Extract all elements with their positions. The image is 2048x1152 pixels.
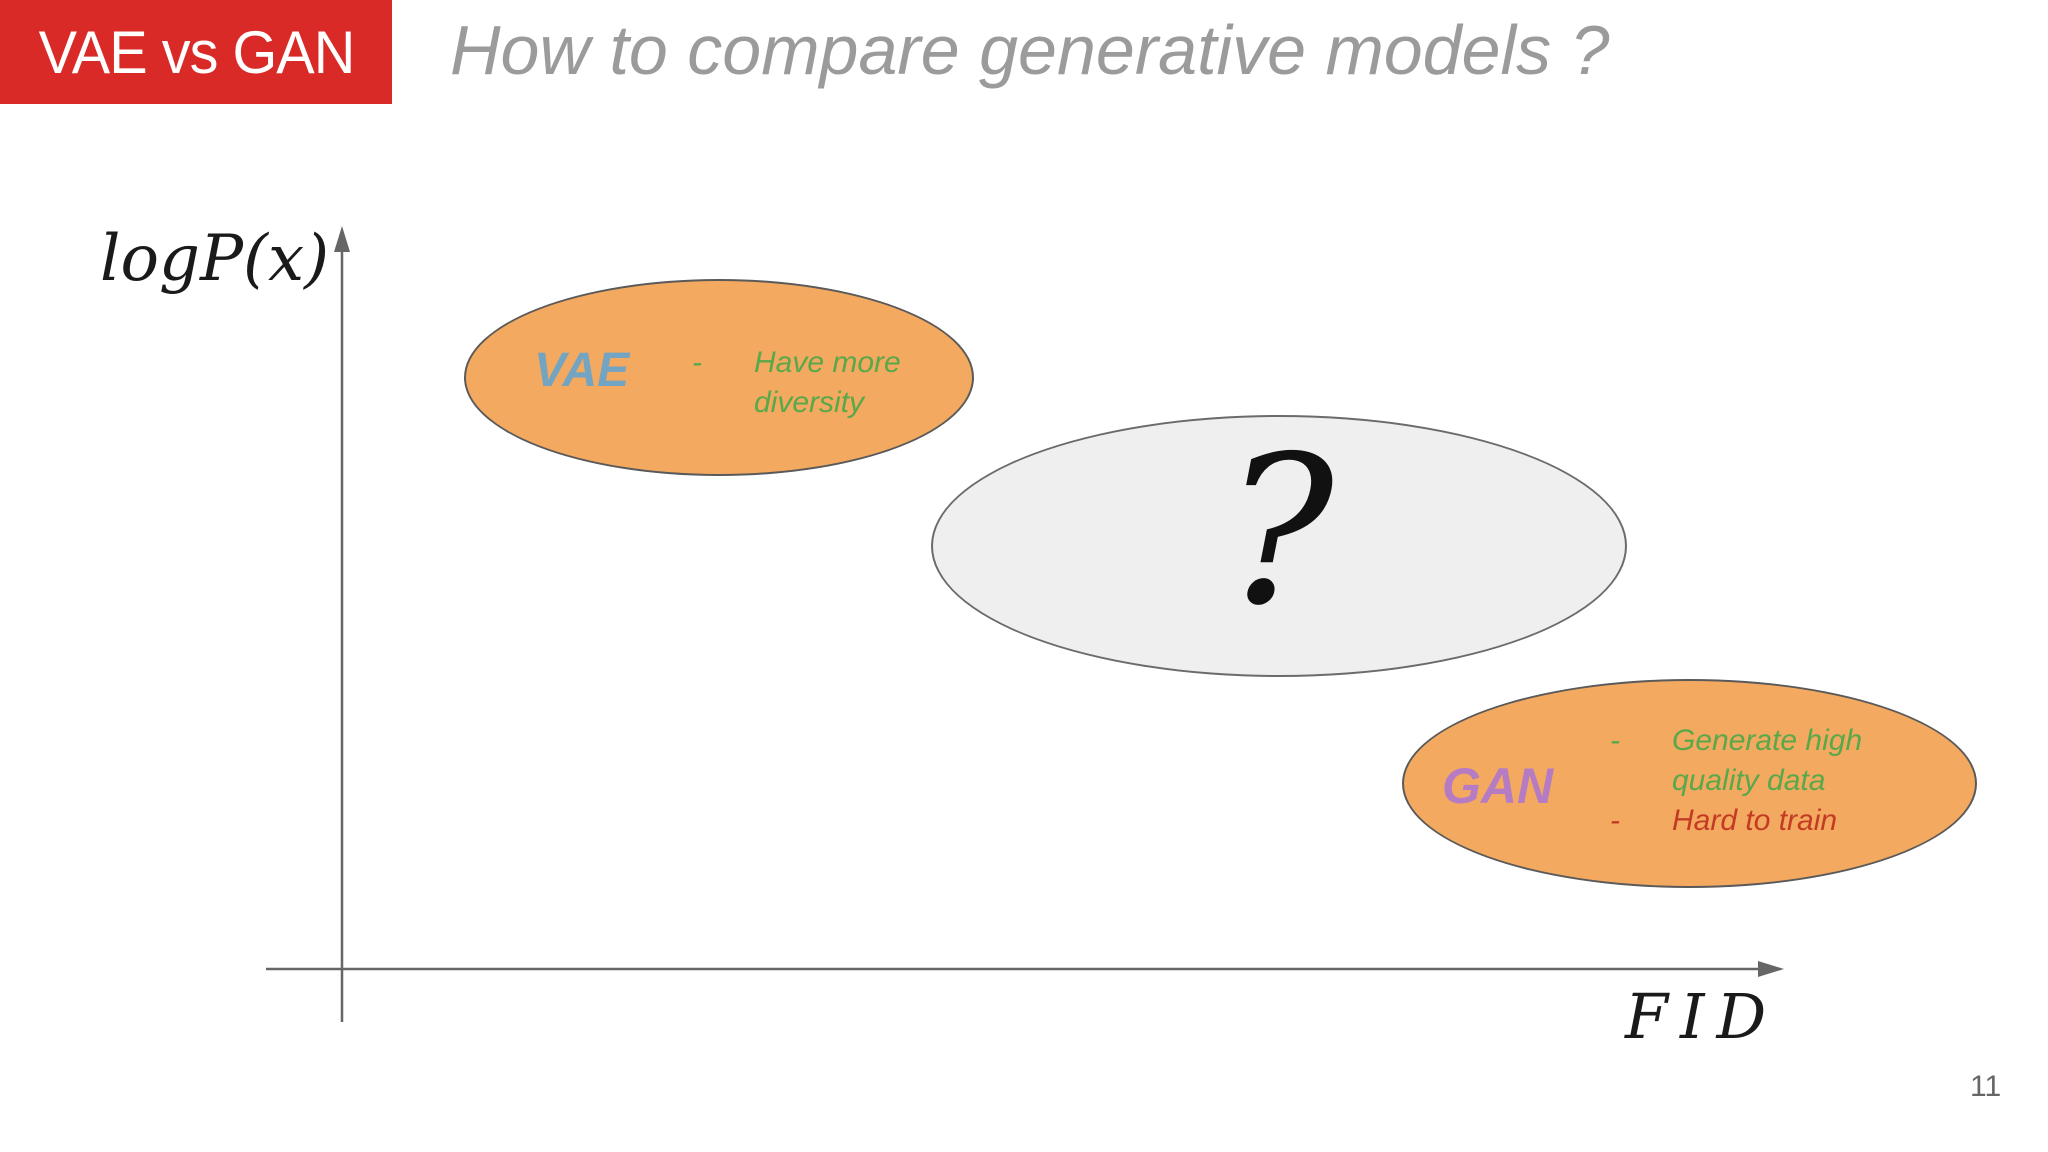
question-mark: ?: [1224, 413, 1334, 651]
bullet-dash: -: [1610, 724, 1620, 757]
bullet-text: Generate high quality data: [1672, 724, 1863, 797]
bullet-text: Hard to train: [1672, 804, 1838, 837]
list-item: - Hard to train: [1610, 801, 1904, 841]
bullet-dash: -: [692, 346, 702, 379]
y-axis-label: logP(x): [100, 222, 330, 296]
bullet-dash: -: [1610, 804, 1620, 837]
gan-bullet-list: - Generate high quality data - Hard to t…: [1610, 721, 1904, 841]
bullet-text: Have more diversity: [754, 346, 901, 419]
slide-tag-badge: VAE vs GAN: [0, 0, 392, 104]
list-item: - Generate high quality data: [1610, 721, 1904, 801]
slide-title: How to compare generative models ?: [450, 11, 1610, 89]
x-axis-arrowhead: [1758, 961, 1784, 977]
gan-label: GAN: [1442, 758, 1554, 814]
x-axis: [266, 961, 1784, 977]
list-item: - Have more diversity: [692, 343, 932, 423]
page-number: 11: [1970, 1070, 2002, 1103]
slide-tag-label: VAE vs GAN: [38, 18, 355, 86]
vae-bullet-list: - Have more diversity: [692, 343, 932, 423]
unknown-ellipse: ?: [931, 413, 1627, 677]
gan-ellipse: GAN - Generate high quality data - Hard …: [1402, 679, 1977, 888]
x-axis-label: FID: [1625, 980, 1779, 1053]
vae-ellipse: VAE - Have more diversity: [464, 279, 974, 476]
y-axis: [334, 226, 350, 1022]
y-axis-arrowhead: [334, 226, 350, 252]
vae-label: VAE: [534, 344, 630, 397]
